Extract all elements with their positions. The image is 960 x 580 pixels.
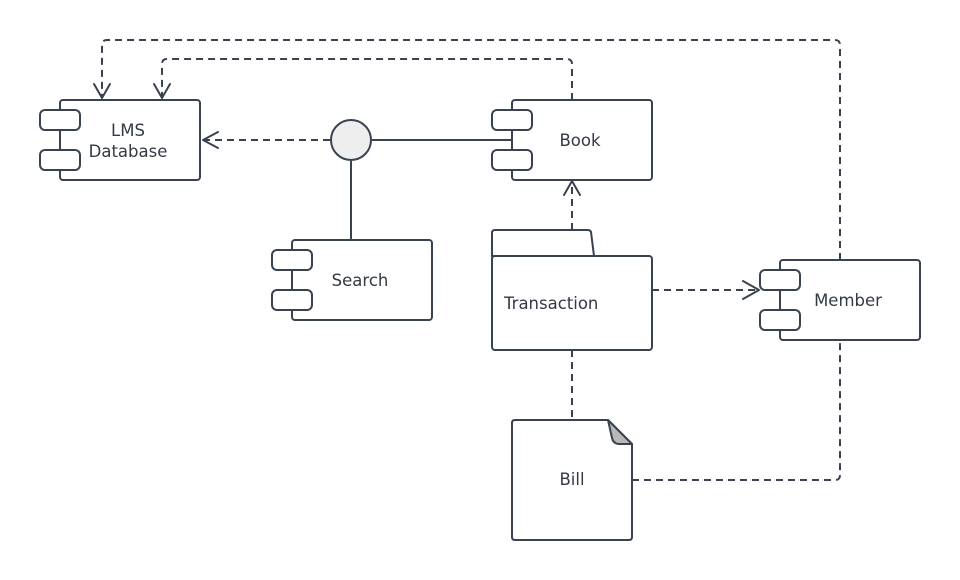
bill-page-fold-icon: [607, 419, 633, 445]
search-port-top: [271, 249, 313, 271]
search-body: [291, 239, 433, 321]
arrowhead-lms-database-left: [202, 131, 219, 149]
book-port-top: [491, 109, 533, 131]
lms-database-body: [59, 99, 201, 181]
arrowhead-lms-database-top-right: [153, 83, 171, 99]
transaction-package-tab: [491, 229, 596, 257]
component-member[interactable]: Member: [759, 259, 921, 341]
component-lms-database[interactable]: LMS Database: [39, 99, 201, 181]
arrowhead-member-left: [742, 280, 760, 300]
provided-interface-circle[interactable]: [330, 119, 372, 161]
lms-database-label-line1: LMS: [111, 121, 145, 140]
book-label: Book: [559, 131, 601, 150]
member-port-top: [759, 269, 801, 291]
transaction-package-body: [491, 255, 653, 351]
bill-document-body: [511, 419, 633, 541]
lms-database-port-bottom: [39, 149, 81, 171]
member-port-bottom: [759, 309, 801, 331]
arrowhead-lms-database-top-left: [93, 83, 111, 99]
transaction-label: Transaction: [503, 294, 598, 313]
search-label: Search: [332, 271, 389, 290]
book-body: [511, 99, 653, 181]
search-port-bottom: [271, 289, 313, 311]
bill-label: Bill: [559, 470, 584, 489]
lms-database-label-line2: Database: [89, 142, 168, 161]
component-search[interactable]: Search: [271, 239, 433, 321]
edge-member-to-lms-database: [101, 39, 841, 260]
edge-book-to-lms-database: [161, 58, 573, 100]
book-port-bottom: [491, 149, 533, 171]
package-transaction[interactable]: Transaction: [491, 229, 653, 351]
member-body: [779, 259, 921, 341]
edge-bill-to-member: [632, 340, 841, 481]
component-book[interactable]: Book: [491, 99, 653, 181]
lms-database-port-top: [39, 109, 81, 131]
member-label: Member: [814, 291, 882, 310]
artifact-bill[interactable]: Bill: [511, 419, 633, 541]
